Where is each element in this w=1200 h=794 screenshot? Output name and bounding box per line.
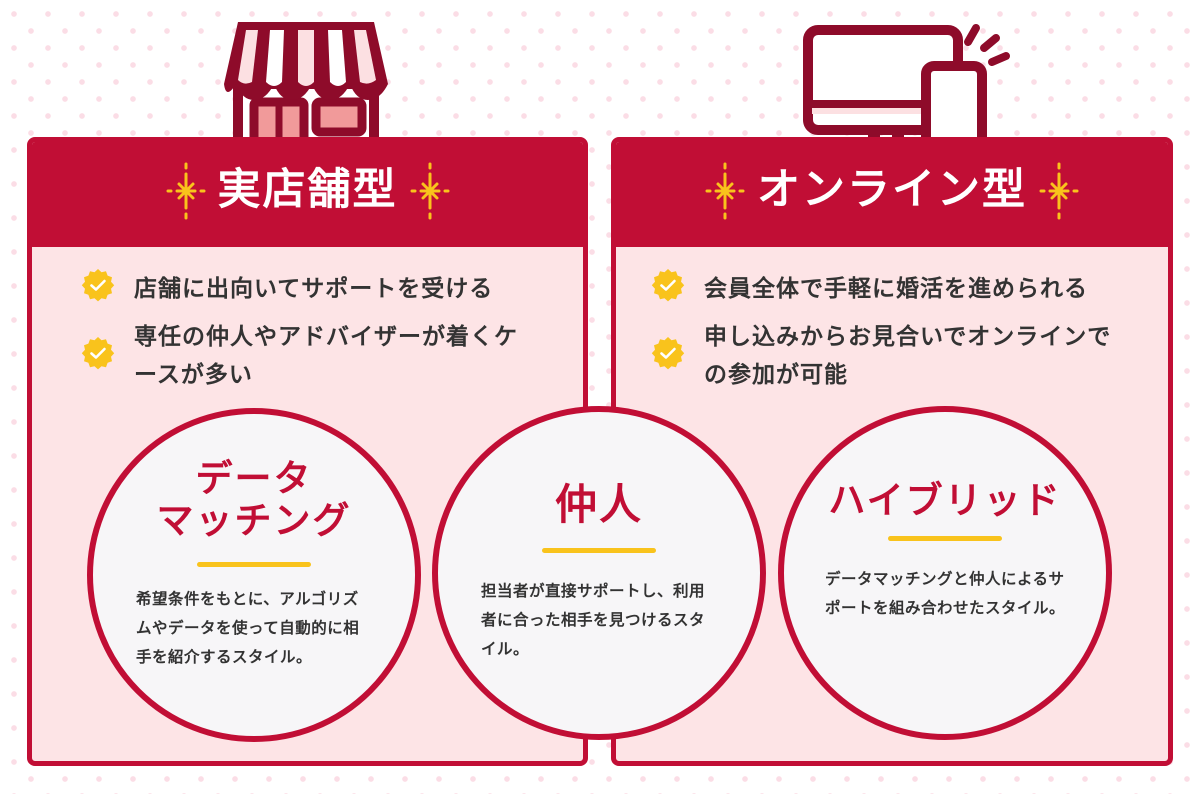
feature-list: 店舗に出向いてサポートを受ける 専任の仲人やアドバイザーが着くケースが多い	[80, 269, 563, 404]
circle-hybrid: ハイブリッド データマッチングと仲人によるサポートを組み合わせたスタイル。	[778, 406, 1112, 740]
panel-header: オンライン型	[616, 142, 1168, 247]
sparkle-icon	[1039, 162, 1079, 219]
check-badge-icon	[651, 337, 685, 370]
title-underline	[542, 548, 656, 553]
monitor-smartphone-icon	[803, 24, 1010, 160]
circle-matchmaker: 仲人 担当者が直接サポートし、利用者に合った相手を見つけるスタイル。	[432, 406, 766, 740]
circle-title: ハイブリッド	[828, 479, 1062, 522]
check-badge-icon	[81, 337, 115, 370]
circle-description: データマッチングと仲人によるサポートを組み合わせたスタイル。	[825, 570, 1066, 617]
panel-header: 実店舗型	[32, 142, 583, 247]
circle-description: 担当者が直接サポートし、利用者に合った相手を見つけるスタイル。	[481, 582, 706, 658]
feature-text: 会員全体で手軽に婚活を進められる	[704, 276, 1088, 302]
feature-item: 会員全体で手軽に婚活を進められる	[650, 269, 1148, 308]
circle-description: 希望条件をもとに、アルゴリズムやデータを使って自動的に相手を紹介するスタイル。	[136, 590, 360, 666]
feature-text: 店舗に出向いてサポートを受ける	[134, 276, 494, 302]
circle-title: データ マッチング	[156, 457, 352, 542]
feature-item: 専任の仲人やアドバイザーが着くケースが多い	[80, 318, 563, 394]
check-badge-icon	[651, 269, 685, 302]
sparkle-icon	[705, 162, 745, 219]
check-badge-icon	[81, 269, 115, 302]
feature-text: 申し込みからお見合いでオンラインでの参加が可能	[704, 324, 1112, 388]
feature-text: 専任の仲人やアドバイザーが着くケースが多い	[134, 324, 518, 388]
title-underline	[888, 536, 1002, 541]
circle-title: 仲人	[554, 480, 643, 529]
sparkle-icon	[166, 162, 205, 219]
feature-list: 会員全体で手軽に婚活を進められる 申し込みからお見合いでオンラインでの参加が可能	[650, 269, 1148, 404]
panel-title: オンライン型	[757, 165, 1027, 215]
feature-item: 申し込みからお見合いでオンラインでの参加が可能	[650, 318, 1148, 394]
circle-data-matching: データ マッチング 希望条件をもとに、アルゴリズムやデータを使って自動的に相手を…	[87, 408, 421, 742]
panel-title: 実店舗型	[217, 165, 398, 215]
sparkle-icon	[410, 162, 449, 219]
feature-item: 店舗に出向いてサポートを受ける	[80, 269, 563, 308]
title-underline	[197, 562, 311, 567]
